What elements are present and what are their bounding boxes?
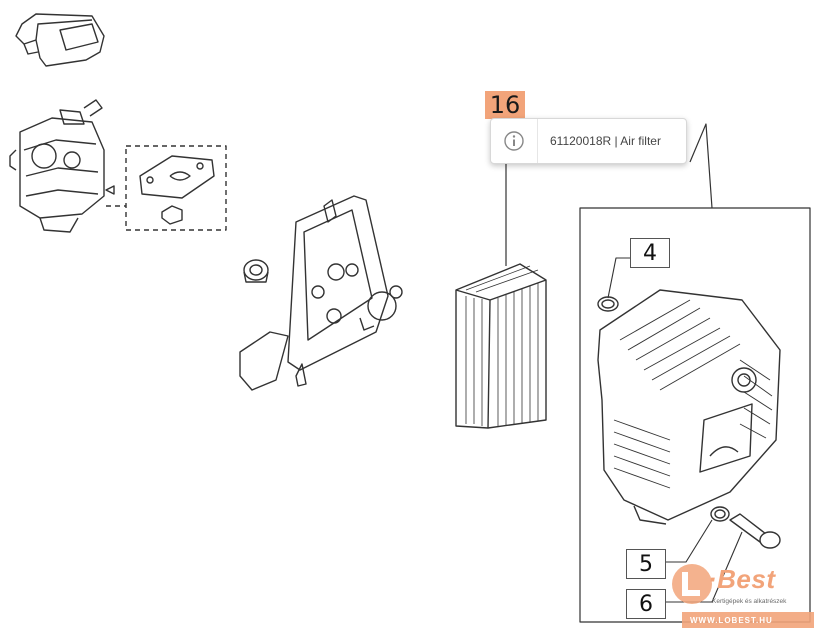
part-tooltip: 61120018R | Air filter xyxy=(490,118,687,164)
hotspot-label-16[interactable]: 16 xyxy=(485,91,525,119)
logo-mark xyxy=(672,564,814,628)
callout-6[interactable]: 6 xyxy=(626,589,666,619)
callout-4[interactable]: 4 xyxy=(630,238,670,268)
lobest-logo: ·Best Kertigépek és alkatrészek WWW.LOBE… xyxy=(668,560,814,632)
filter-base-part[interactable] xyxy=(239,195,403,391)
logo-name: ·Best xyxy=(708,564,776,594)
carburetor-part[interactable] xyxy=(9,99,105,233)
air-filter-part[interactable] xyxy=(455,118,547,429)
logo-tagline: Kertigépek és alkatrészek xyxy=(712,598,787,605)
grommet-part[interactable] xyxy=(243,259,269,283)
logo-url: WWW.LOBEST.HU xyxy=(690,616,773,625)
tooltip-text: 61120018R | Air filter xyxy=(550,134,661,148)
o-ring-part[interactable] xyxy=(664,506,730,563)
screw-part[interactable] xyxy=(664,513,781,603)
cover-part[interactable] xyxy=(15,13,105,67)
callout-5[interactable]: 5 xyxy=(626,549,666,579)
tooltip-icon-cell xyxy=(491,119,538,163)
filter-cover-part[interactable] xyxy=(597,257,781,525)
gasket-group[interactable] xyxy=(105,145,227,231)
info-icon xyxy=(504,131,524,151)
